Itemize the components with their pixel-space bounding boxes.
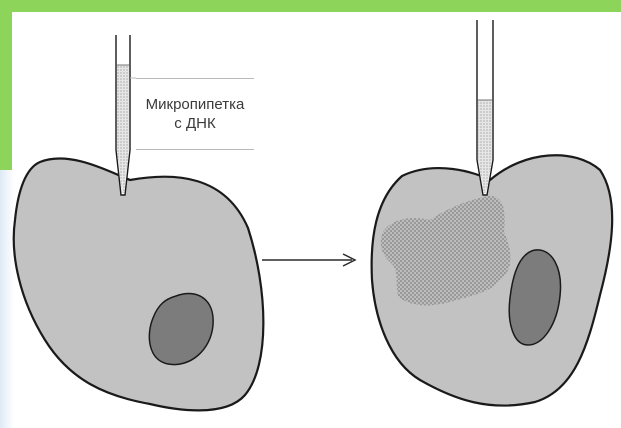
pipette-label-line1: Микропипетка	[146, 95, 245, 114]
cell-before	[14, 158, 264, 410]
pipette-label: Микропипетка с ДНК	[136, 78, 254, 150]
cell-before-membrane	[14, 158, 264, 410]
micropipette-icon	[477, 20, 493, 195]
cell-after	[372, 155, 613, 405]
arrow-right-icon	[262, 254, 355, 266]
pipette-label-line2: с ДНК	[174, 114, 215, 133]
micropipette-icon	[116, 35, 130, 195]
